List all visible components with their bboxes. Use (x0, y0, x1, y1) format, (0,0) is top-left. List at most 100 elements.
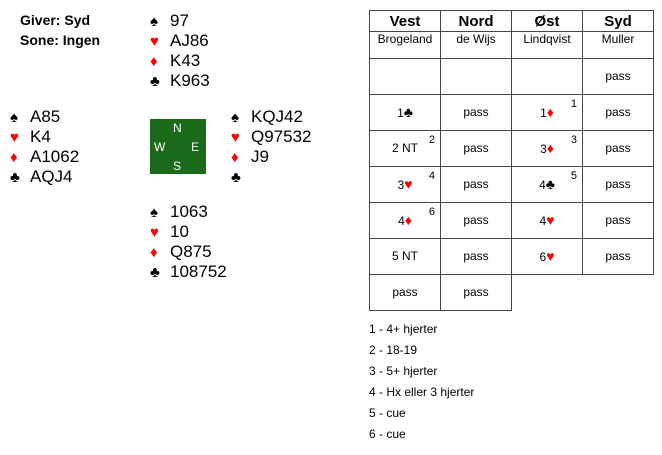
diamond-icon: ♦ (231, 149, 239, 166)
deal-info: Giver: Syd Sone: Ingen (20, 10, 100, 50)
footnote-mark: 4 (428, 170, 435, 182)
west-spades: A85 (30, 107, 61, 126)
diamond-icon: ♦ (10, 149, 18, 166)
header-west: Vest (369, 10, 441, 32)
bid-cell: pass (440, 238, 512, 275)
bidding-notes: 1 - 4+ hjerter 2 - 18-19 3 - 5+ hjerter … (369, 319, 474, 445)
club-icon: ♣ (231, 169, 241, 186)
note-item: 5 - cue (369, 406, 406, 420)
heart-icon: ♥ (546, 212, 555, 228)
bid-row: 1♣ pass 1♦1 pass (369, 94, 654, 131)
heart-icon: ♥ (546, 248, 555, 264)
note-item: 1 - 4+ hjerter (369, 322, 438, 336)
bid-cell-empty (512, 275, 583, 311)
bid-cell: 6♥ (511, 238, 583, 275)
player-east: Lindqvist (511, 31, 583, 59)
compass-east: E (191, 140, 200, 154)
bid-cell: pass (582, 238, 654, 275)
heart-icon: ♥ (231, 129, 240, 146)
diamond-icon: ♦ (546, 140, 554, 156)
north-clubs: K963 (170, 71, 210, 90)
diamond-icon: ♦ (150, 244, 158, 261)
club-icon: ♣ (10, 169, 20, 186)
bid-row: pass pass (369, 274, 654, 311)
bid-cell: pass (440, 274, 512, 311)
east-hearts: Q97532 (251, 127, 312, 146)
note-item: 3 - 5+ hjerter (369, 364, 438, 378)
heart-icon: ♥ (150, 33, 159, 50)
bid-cell-empty (369, 58, 441, 95)
south-spades: 1063 (170, 202, 208, 221)
hand-north: ♠97 ♥AJ86 ♦K43 ♣K963 (150, 11, 210, 91)
spade-icon: ♠ (150, 13, 158, 30)
heart-icon: ♥ (10, 129, 19, 146)
north-spades: 97 (170, 11, 189, 30)
header-east: Øst (511, 10, 583, 32)
player-west: Brogeland (369, 31, 441, 59)
south-diamonds: Q875 (170, 242, 212, 261)
south-clubs: 108752 (170, 262, 227, 281)
vulnerability-label: Sone: Ingen (20, 32, 101, 48)
east-diamonds: J9 (251, 147, 269, 166)
diamond-icon: ♦ (404, 212, 412, 228)
footnote-mark: 1 (570, 98, 577, 110)
note-item: 4 - Hx eller 3 hjerter (369, 385, 475, 399)
east-spades: KQJ42 (251, 107, 303, 126)
bid-cell: pass (582, 166, 654, 203)
bid-cell-empty (583, 275, 654, 311)
bid-row: pass (369, 58, 654, 95)
compass-table: N W E S (150, 119, 206, 174)
footnote-mark: 5 (570, 170, 577, 182)
bid-cell: 4♦6 (369, 202, 441, 239)
bid-cell: pass (440, 166, 512, 203)
club-icon: ♣ (150, 264, 160, 281)
bid-cell: pass (440, 202, 512, 239)
bid-row: 3♥4 pass 4♣5 pass (369, 166, 654, 203)
bid-cell: pass (582, 94, 654, 131)
bid-row: 5 NT pass 6♥ pass (369, 238, 654, 275)
note-item: 6 - cue (369, 427, 406, 441)
hand-west: ♠ A85 ♥ K4 ♦ A1062 ♣ AQJ4 (10, 107, 79, 187)
header-north: Nord (440, 10, 512, 32)
bid-cell: pass (369, 274, 441, 311)
compass-south: S (173, 159, 182, 173)
heart-icon: ♥ (404, 176, 413, 192)
spade-icon: ♠ (231, 109, 239, 126)
west-hearts: K4 (30, 127, 51, 146)
spade-icon: ♠ (150, 204, 158, 221)
north-hearts: AJ86 (170, 31, 209, 50)
spade-icon: ♠ (10, 109, 18, 126)
player-north: de Wijs (440, 31, 512, 59)
bid-cell: pass (582, 130, 654, 167)
bidding-table: Vest Nord Øst Syd Brogeland de Wijs Lind… (369, 10, 654, 311)
club-icon: ♣ (150, 73, 160, 90)
west-clubs: AQJ4 (30, 167, 73, 186)
bid-cell: 5 NT (369, 238, 441, 275)
header-south: Syd (582, 10, 654, 32)
diamond-icon: ♦ (546, 104, 554, 120)
heart-icon: ♥ (150, 224, 159, 241)
bid-cell: pass (582, 58, 654, 95)
west-diamonds: A1062 (30, 147, 80, 166)
compass-north: N (173, 121, 182, 135)
club-icon: ♣ (403, 104, 413, 120)
hand-south: ♠ 1063 ♥ 10 ♦ Q875 ♣ 108752 (150, 202, 227, 282)
note-item: 2 - 18-19 (369, 343, 418, 357)
dealer-label: Giver: Syd (20, 12, 91, 28)
footnote-mark: 3 (570, 134, 577, 146)
bid-cell-empty (440, 58, 512, 95)
bid-cell: 4♣5 (511, 166, 583, 203)
north-diamonds: K43 (170, 51, 201, 70)
bid-cell: 4♥ (511, 202, 583, 239)
footnote-mark: 2 (428, 134, 435, 146)
bid-cell: pass (582, 202, 654, 239)
compass-west: W (154, 140, 166, 154)
bid-cell: 3♥4 (369, 166, 441, 203)
hand-east: ♠ KQJ42 ♥ Q97532 ♦ J9 ♣ (231, 107, 312, 187)
bid-row: 4♦6 pass 4♥ pass (369, 202, 654, 239)
bid-cell: pass (440, 94, 512, 131)
club-icon: ♣ (545, 176, 555, 192)
south-hearts: 10 (170, 222, 189, 241)
player-south: Muller (582, 31, 654, 59)
